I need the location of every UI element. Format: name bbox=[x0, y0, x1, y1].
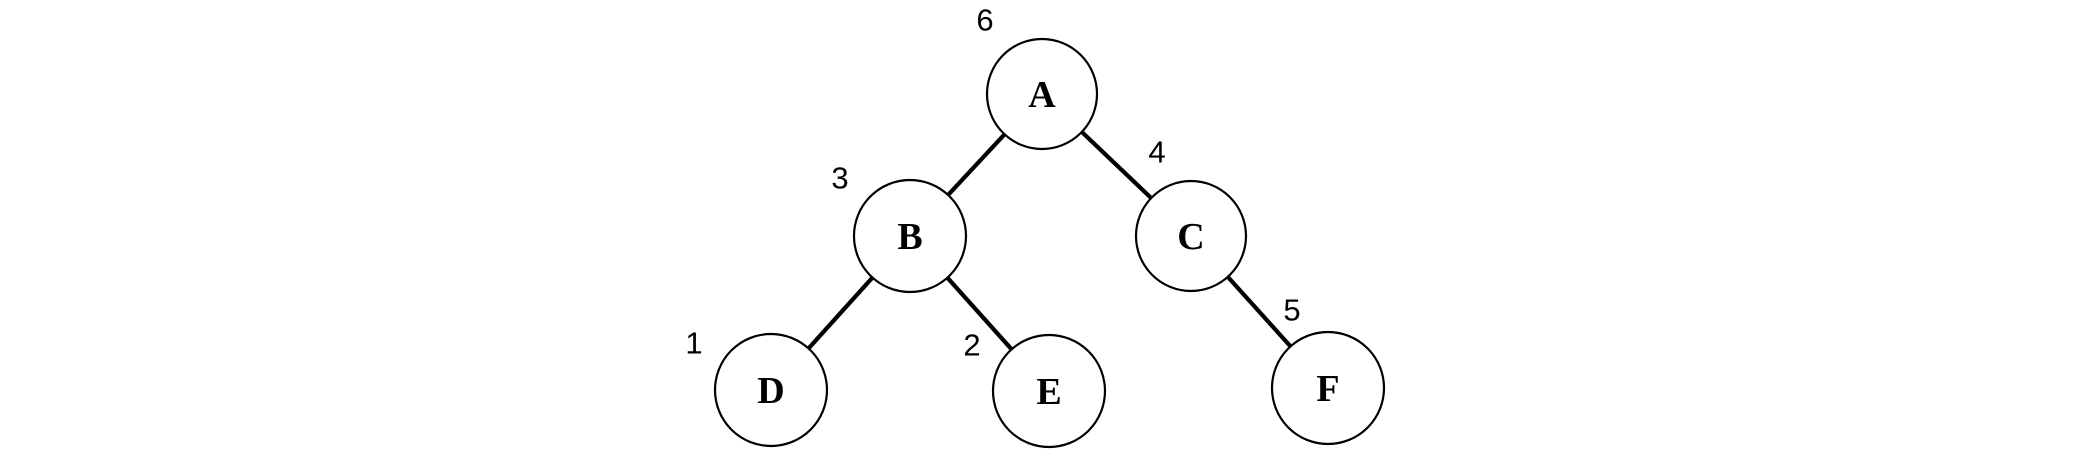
tree-node-e[interactable]: E bbox=[991, 333, 1107, 449]
node-circle-f[interactable] bbox=[1270, 330, 1386, 446]
tree-edge-a-b bbox=[945, 132, 1007, 198]
tree-node-a[interactable]: A bbox=[985, 37, 1099, 151]
node-label-f: F bbox=[1316, 368, 1339, 410]
tree-edge-c-f bbox=[1225, 274, 1293, 349]
tree-node-b[interactable]: B bbox=[852, 178, 968, 294]
node-circle-c[interactable] bbox=[1134, 179, 1248, 293]
node-circle-a[interactable] bbox=[985, 37, 1099, 151]
node-circle-d[interactable] bbox=[713, 332, 829, 448]
tree-node-d[interactable]: D bbox=[713, 332, 829, 448]
tree-edge-b-d bbox=[806, 275, 875, 351]
edge-weight-label-a-b: 3 bbox=[831, 161, 848, 196]
node-circle-e[interactable] bbox=[991, 333, 1107, 449]
node-label-a: A bbox=[1028, 74, 1056, 116]
weight-labels-group: 6 3 4 1 2 5 bbox=[685, 3, 1300, 363]
edge-weight-label-b-e: 2 bbox=[963, 328, 980, 363]
node-label-c: C bbox=[1177, 216, 1204, 258]
tree-edge-b-e bbox=[945, 275, 1014, 352]
node-label-e: E bbox=[1036, 371, 1061, 413]
edge-weight-label-b-d: 1 bbox=[685, 326, 702, 361]
node-circle-b[interactable] bbox=[852, 178, 968, 294]
tree-node-c[interactable]: C bbox=[1134, 179, 1248, 293]
node-label-d: D bbox=[757, 370, 784, 412]
tree-node-f[interactable]: F bbox=[1270, 330, 1386, 446]
tree-edge-a-c bbox=[1079, 129, 1154, 201]
nodes-group: A B C D E F bbox=[713, 37, 1386, 449]
node-value-label-a: 6 bbox=[976, 3, 993, 38]
edge-weight-label-a-c: 4 bbox=[1148, 135, 1165, 170]
edge-weight-label-c-f: 5 bbox=[1283, 293, 1300, 328]
node-label-b: B bbox=[897, 216, 922, 258]
edges-group bbox=[806, 129, 1293, 352]
